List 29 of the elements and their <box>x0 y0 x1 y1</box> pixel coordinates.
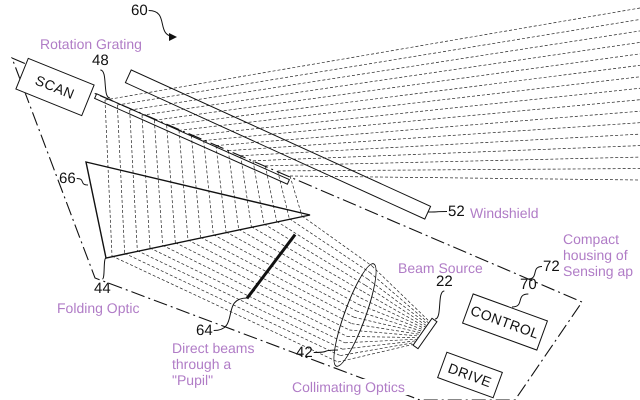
part-label: Rotation Grating <box>40 36 143 52</box>
reference-numeral: 70 <box>520 276 537 293</box>
leader-line <box>434 290 445 320</box>
reference-numeral: 60 <box>131 2 148 19</box>
leader-line <box>102 258 106 280</box>
reference-numeral: 72 <box>543 258 560 275</box>
leader-line <box>528 266 542 280</box>
leader-line <box>313 350 338 353</box>
reference-numeral: 42 <box>296 344 313 361</box>
grating-plate <box>94 93 290 185</box>
reference-numeral: 22 <box>436 273 453 290</box>
reference-numeral: 48 <box>92 52 109 69</box>
arrow <box>148 10 177 40</box>
leader-line <box>512 294 529 308</box>
leader-line <box>76 178 88 186</box>
reference-numeral: 66 <box>59 170 76 187</box>
reference-numeral: 64 <box>196 322 213 339</box>
part-label: Windshield <box>470 205 540 221</box>
leader-line <box>428 211 448 212</box>
part-label: Beam Source <box>398 260 484 276</box>
windshield-plate <box>124 68 432 220</box>
part-label: Folding Optic <box>57 300 140 316</box>
leader-line <box>100 70 110 98</box>
reference-numeral: 52 <box>448 203 465 220</box>
drive-unit: DRIVE <box>437 352 503 398</box>
part-label: Direct beams through a "Pupil" <box>172 340 256 388</box>
part-label: Compact housing of Sensing ap <box>563 231 634 279</box>
reference-numeral: 44 <box>94 280 111 297</box>
leader-line <box>213 298 248 331</box>
